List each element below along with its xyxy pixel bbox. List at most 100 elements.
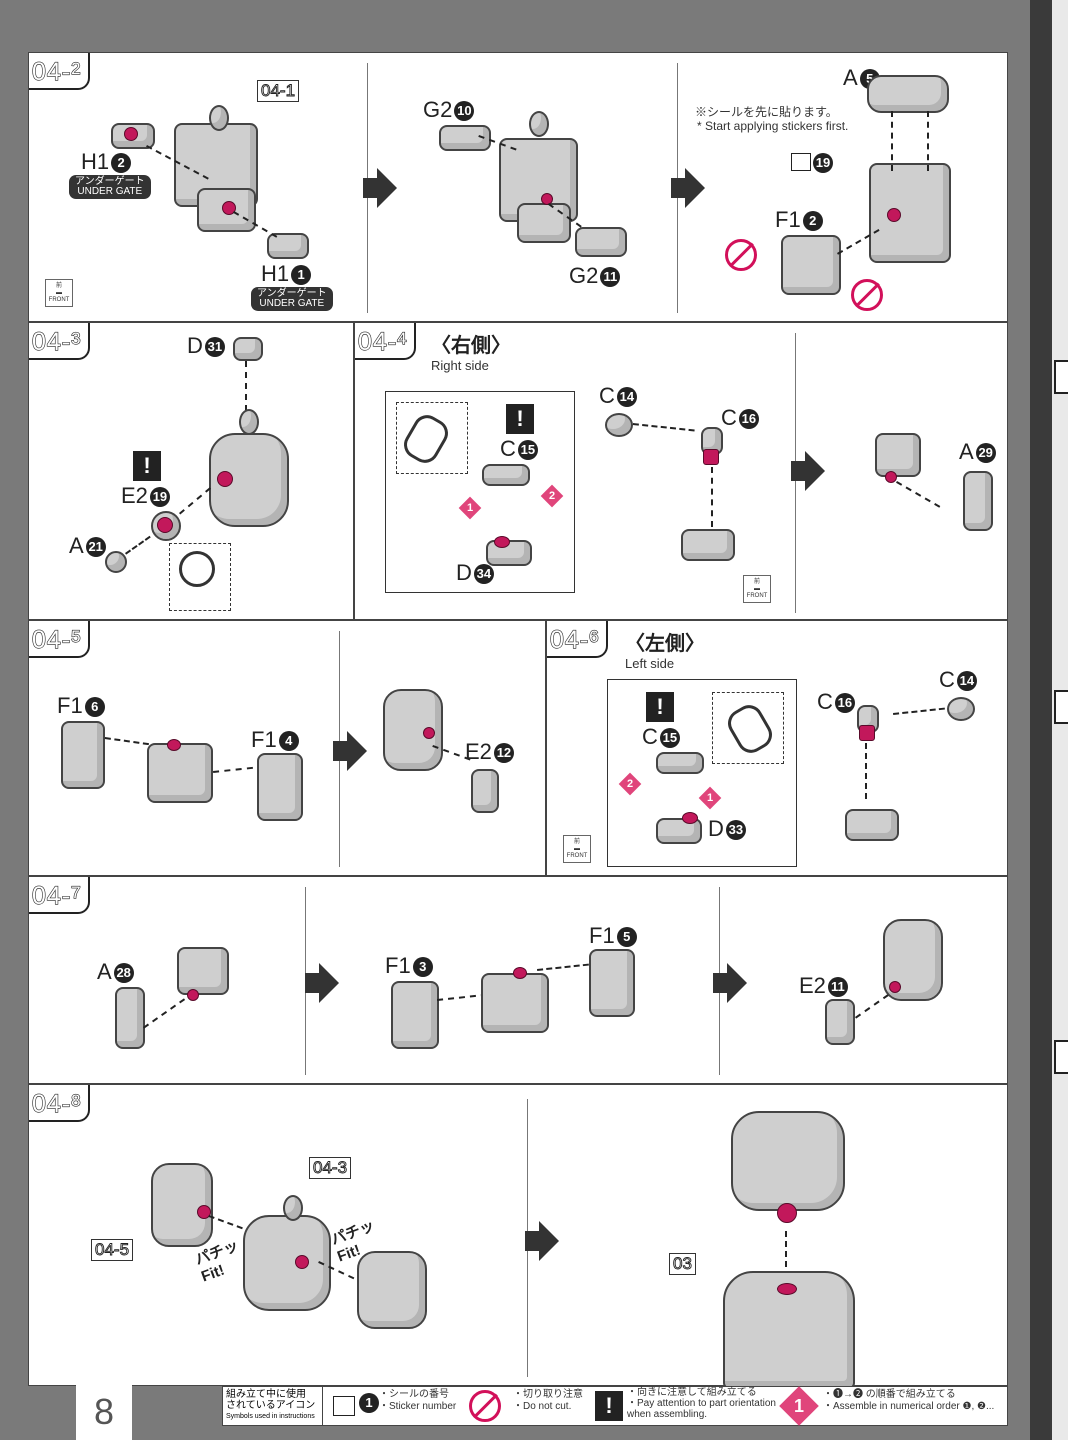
step-number: 04-4	[355, 323, 416, 360]
order-1-icon: 1	[698, 786, 722, 810]
assembly-line	[537, 963, 589, 971]
a28-part	[115, 987, 145, 1049]
assembly-line	[855, 994, 889, 1019]
step-number: 04-8	[29, 1085, 90, 1122]
ref-04-1: 04-1	[257, 80, 300, 102]
peg	[777, 1203, 797, 1223]
icon-legend: 組み立て中に使用 されているアイコン Symbols used in instr…	[222, 1386, 1008, 1426]
sticker-icon	[333, 1396, 355, 1416]
g2-part	[575, 227, 627, 257]
peg	[157, 517, 173, 533]
detail-callout	[712, 692, 784, 764]
order-2-icon: 2	[618, 772, 642, 796]
side-heading-en: Left side	[625, 656, 675, 671]
legend-orient-text: ・向きに注意して組み立てる・Pay attention to part orie…	[627, 1387, 776, 1420]
assembly-line	[711, 467, 713, 527]
a5-part	[867, 75, 949, 113]
joint-part	[681, 529, 735, 561]
peg	[124, 127, 138, 141]
orientation-warning-icon: !	[506, 404, 534, 434]
assembly-line	[125, 535, 151, 555]
front-icon: 前▬FRONT	[563, 835, 591, 863]
c14-part	[947, 697, 975, 721]
front-icon: 前▬FRONT	[743, 575, 771, 603]
peg	[295, 1255, 309, 1269]
order-1-icon: 1	[458, 496, 482, 520]
side-heading-jp: 〈左側〉	[625, 633, 705, 655]
order-2-icon: 2	[540, 484, 564, 508]
next-page-edge	[1030, 0, 1068, 1440]
e2-part	[825, 999, 855, 1045]
next-page-tab	[1054, 1040, 1068, 1074]
assembly-line	[891, 111, 893, 171]
d31-part	[233, 337, 263, 361]
order-1-digit: 1	[793, 1396, 804, 1416]
peg	[513, 967, 527, 979]
c14-part	[605, 413, 633, 437]
next-page-tab	[1054, 360, 1068, 394]
ball-joint-part	[209, 105, 229, 131]
ref-04-3: 04-3	[309, 1157, 352, 1179]
side-heading: 〈左側〉 Left side	[625, 627, 705, 671]
sticker-icon	[791, 153, 811, 171]
step-number: 04-5	[29, 621, 90, 658]
orientation-warning-icon: !	[646, 692, 674, 722]
c15-part	[656, 752, 704, 774]
sticker-number: 19	[811, 149, 833, 175]
a21-part	[105, 551, 127, 573]
next-arrow-icon	[305, 963, 339, 1003]
joint-part	[875, 433, 921, 477]
peg	[889, 981, 901, 993]
note-en: * Start applying stickers first.	[697, 119, 849, 133]
assembly-line	[213, 766, 253, 773]
peg	[222, 201, 236, 215]
ball-joint-part	[529, 111, 549, 137]
peg	[187, 989, 199, 1001]
legend-title-en: Symbols used in instructions	[226, 1413, 315, 1420]
next-arrow-icon	[791, 451, 825, 491]
joint-part	[845, 809, 899, 841]
page-number: 8	[76, 1384, 132, 1440]
peg	[423, 727, 435, 739]
assembly-line	[865, 743, 867, 799]
assembly-line	[179, 487, 211, 515]
peg	[217, 471, 233, 487]
peg	[885, 471, 897, 483]
ref-04-5: 04-5	[91, 1239, 134, 1261]
step-number: 04-7	[29, 877, 90, 914]
next-arrow-icon	[525, 1221, 559, 1261]
assembly-line	[245, 361, 247, 411]
assembly-line	[785, 1231, 787, 1267]
assembly-line	[437, 993, 487, 1001]
shoulder-part	[357, 1251, 427, 1329]
peg	[859, 725, 875, 741]
do-not-cut-icon	[851, 279, 883, 311]
joint-part	[177, 947, 229, 995]
legend-title-line: 組み立て中に使用	[226, 1389, 306, 1400]
do-not-cut-icon	[725, 239, 757, 271]
f1-part	[781, 235, 841, 295]
side-heading: 〈右側〉 Right side	[431, 329, 511, 373]
d33-part	[656, 818, 702, 844]
peg	[887, 208, 901, 222]
